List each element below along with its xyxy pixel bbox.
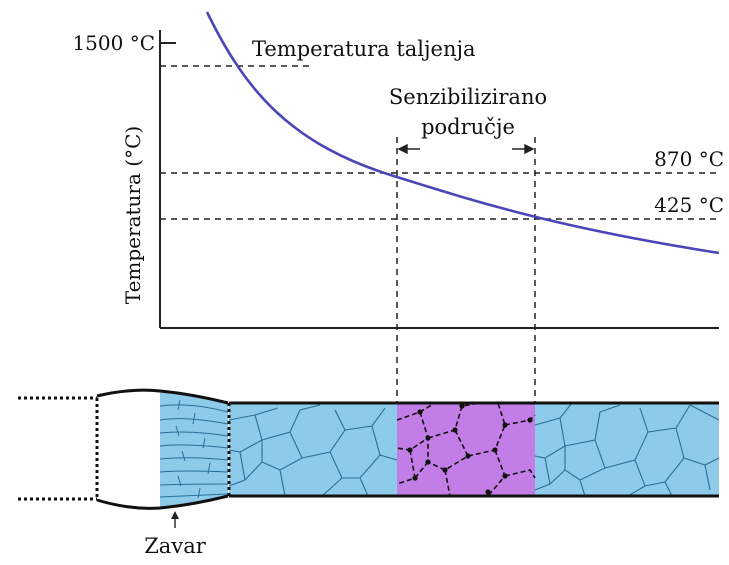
temp-label-425: 425 °C <box>654 193 724 217</box>
carbide-network <box>396 403 536 496</box>
melting-temp-label: Temperatura taljenja <box>252 37 476 61</box>
tick-label-1500: 1500 °C <box>72 31 155 55</box>
y-axis-label: Temperatura (°C) <box>121 126 145 304</box>
weld-arrow-head <box>171 511 179 519</box>
temp-label-870: 870 °C <box>654 147 724 171</box>
left-arrow-head <box>397 143 408 155</box>
weld-boundaries <box>18 396 231 501</box>
zone-arrows <box>397 143 535 155</box>
weld-bottom-edge <box>96 494 229 510</box>
weld-top-edge <box>96 388 229 405</box>
right-arrow-head <box>524 143 535 155</box>
weld-label: Zavar <box>144 534 206 558</box>
zone-title-line1: Senzibilizirano <box>389 85 547 109</box>
base-metal-plate <box>229 401 719 498</box>
zone-title-line2: područje <box>421 115 515 139</box>
weld-bead <box>96 388 229 510</box>
sensitized-zone <box>397 403 535 496</box>
temperature-curve <box>205 11 720 255</box>
